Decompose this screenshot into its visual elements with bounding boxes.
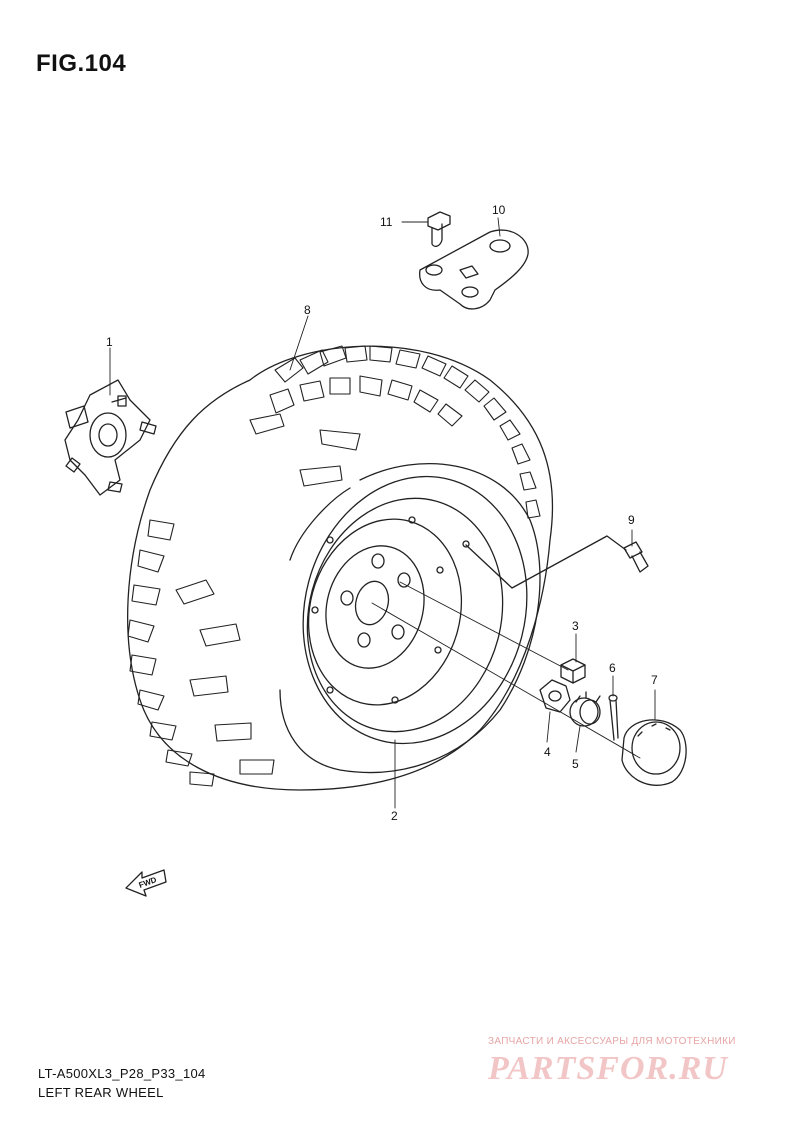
axle-centerline (371, 602, 641, 759)
stud-line (399, 581, 569, 671)
callout-5: 5 (572, 757, 579, 771)
callout-8: 8 (304, 303, 311, 317)
cotter-pin-part-6[interactable] (608, 694, 619, 741)
callout-11: 11 (380, 215, 393, 229)
callout-10: 10 (492, 203, 506, 217)
callout-7: 7 (651, 673, 658, 687)
hub-cap-part-7[interactable] (621, 719, 687, 786)
washer-part-4[interactable] (539, 679, 571, 713)
callout-2: 2 (391, 809, 398, 823)
model-code: LT-A500XL3_P28_P33_104 (38, 1066, 206, 1081)
bracket-part-10[interactable] (419, 229, 529, 310)
callout-3: 3 (572, 619, 579, 633)
callout-4: 4 (544, 745, 551, 759)
leader-lines (109, 217, 656, 809)
nut-part-3[interactable] (560, 658, 586, 684)
hub-part-1[interactable] (64, 379, 157, 496)
callout-1: 1 (106, 335, 113, 349)
section-name: LEFT REAR WHEEL (38, 1085, 164, 1100)
watermark-tagline: ЗАПЧАСТИ И АКСЕССУАРЫ ДЛЯ МОТОТЕХНИКИ (488, 1036, 736, 1047)
figure-title: FIG.104 (36, 50, 127, 77)
callout-9: 9 (628, 513, 635, 527)
valve-part-9[interactable] (623, 541, 649, 573)
bolt-part-11[interactable] (427, 211, 451, 247)
watermark-brand: PARTSFOR.RU (488, 1050, 728, 1087)
valve-leader-line (465, 535, 627, 589)
callout-6: 6 (609, 661, 616, 675)
fwd-direction-arrow: FWD (125, 869, 167, 897)
callout-numbers: 1 2 3 4 5 6 7 8 9 10 11 (106, 203, 658, 823)
castle-nut-part-5[interactable] (569, 691, 601, 727)
rim-part-2[interactable] (274, 451, 556, 769)
tire-part-8[interactable] (127, 345, 554, 791)
